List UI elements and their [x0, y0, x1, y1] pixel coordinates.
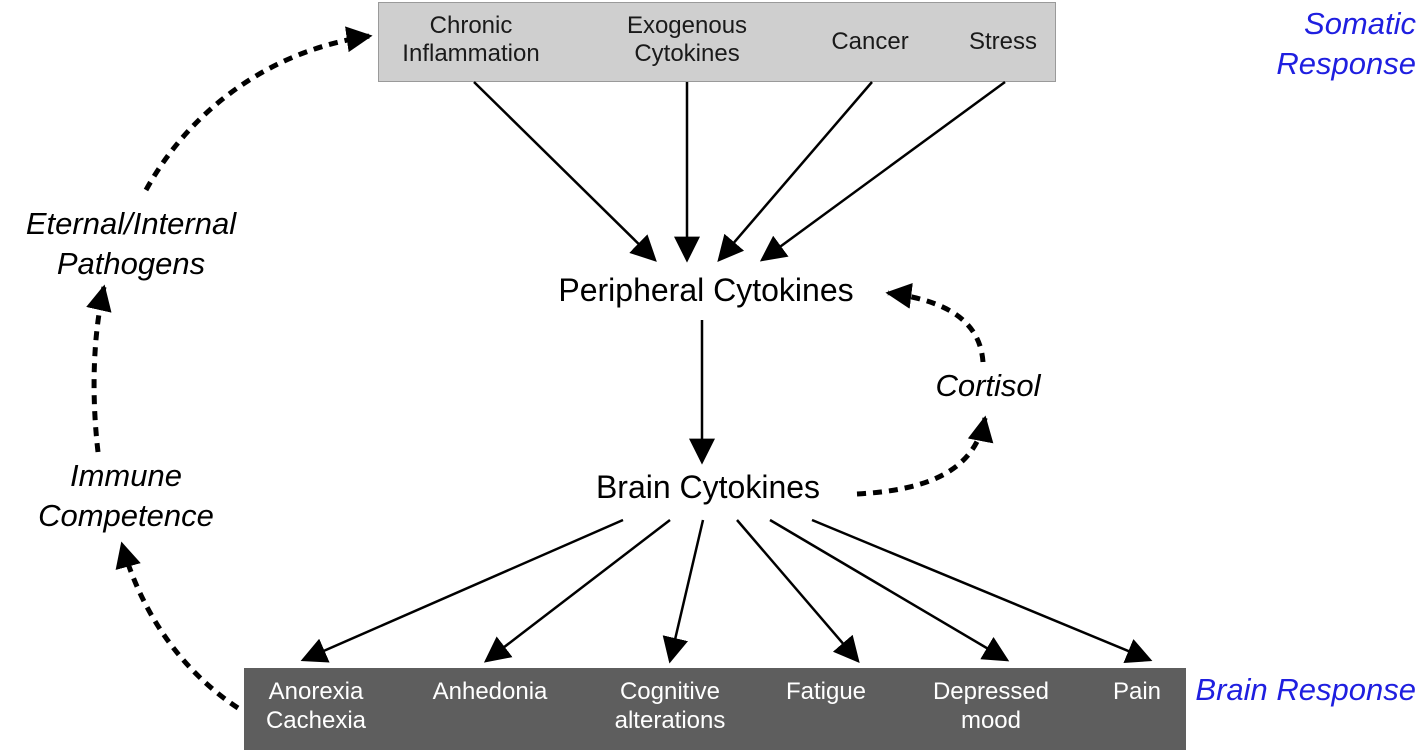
arrow-brain-to-fatigue [736, 519, 860, 663]
dashed-arrow-immune-to-pathogens [86, 284, 112, 453]
effect-depressed-mood: Depressed mood [932, 678, 1050, 734]
arrow-brain-to-cognitive [662, 519, 705, 664]
source-cancer: Cancer [831, 28, 909, 55]
peripheral-cytokines-node: Peripheral Cytokines [558, 272, 854, 308]
arrow-inflammation-to-peripheral [473, 81, 657, 262]
dashed-arrow-effects-to-immune [115, 541, 240, 711]
somatic-sources-box [378, 2, 1056, 82]
arrow-brain-to-anorexia [300, 518, 624, 663]
dashed-arrow-cortisol-to-peripheral [885, 282, 986, 363]
effect-anhedonia: Anhedonia [432, 678, 548, 705]
effect-cognitive-alterations: Cognitive alterations [614, 678, 726, 734]
somatic-response-label: Somatic Response [1276, 6, 1416, 82]
source-exogenous-cytokines: Exogenous Cytokines [626, 12, 748, 67]
arrow-brain-to-anhedonia [483, 519, 671, 663]
pathogens-label: Eternal/Internal Pathogens [25, 206, 237, 282]
arrow-brain-to-pain [811, 518, 1153, 664]
source-stress: Stress [968, 28, 1037, 55]
effect-pain: Pain [1112, 678, 1162, 705]
arrow-cancer-to-peripheral [717, 81, 873, 262]
brain-response-label: Brain Response [1195, 672, 1416, 707]
brain-effects-box [244, 668, 1186, 750]
arrow-brain-to-depressed-mood [769, 518, 1010, 662]
dashed-arrow-brain-to-cortisol [856, 415, 994, 497]
immune-competence-label: Immune Competence [38, 458, 214, 534]
brain-cytokines-node: Brain Cytokines [595, 469, 821, 505]
effect-anorexia-cachexia: Anorexia Cachexia [265, 678, 367, 734]
effect-fatigue: Fatigue [785, 678, 867, 705]
arrow-stress-to-peripheral [759, 80, 1006, 262]
dashed-arrow-pathogens-to-somatic [143, 26, 373, 192]
source-chronic-inflammation: Chronic Inflammation [402, 12, 540, 67]
cortisol-label: Cortisol [935, 368, 1041, 403]
